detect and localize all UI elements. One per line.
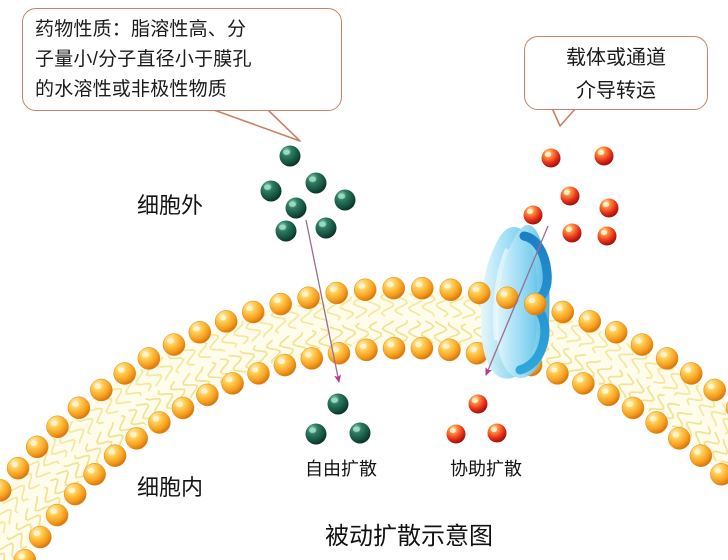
label-extracellular: 细胞外 bbox=[137, 193, 204, 218]
diffusion-arrows bbox=[305, 219, 549, 384]
label-facilitated-diffusion: 协助扩散 bbox=[450, 459, 522, 479]
callout-line: 子量小/分子直径小于膜孔 bbox=[35, 49, 252, 70]
callout-line: 的水溶性或非极性物质 bbox=[35, 79, 228, 100]
callout-line: 载体或通道 bbox=[566, 47, 666, 69]
callout-line: 介导转运 bbox=[576, 80, 656, 102]
callout-carrier-channel: 载体或通道 介导转运 bbox=[524, 36, 708, 110]
figure-title: 被动扩散示意图 bbox=[325, 523, 493, 550]
callout-tails bbox=[213, 107, 577, 142]
outer-head-row bbox=[0, 276, 728, 502]
label-intracellular: 细胞内 bbox=[137, 475, 204, 500]
inner-head-row bbox=[13, 336, 728, 560]
molecules bbox=[260, 145, 619, 445]
callout-lipid-properties: 药物性质：脂溶性高、分 子量小/分子直径小于膜孔 的水溶性或非极性物质 bbox=[22, 8, 342, 111]
callout-line: 药物性质：脂溶性高、分 bbox=[35, 19, 247, 40]
label-free-diffusion: 自由扩散 bbox=[305, 459, 377, 479]
